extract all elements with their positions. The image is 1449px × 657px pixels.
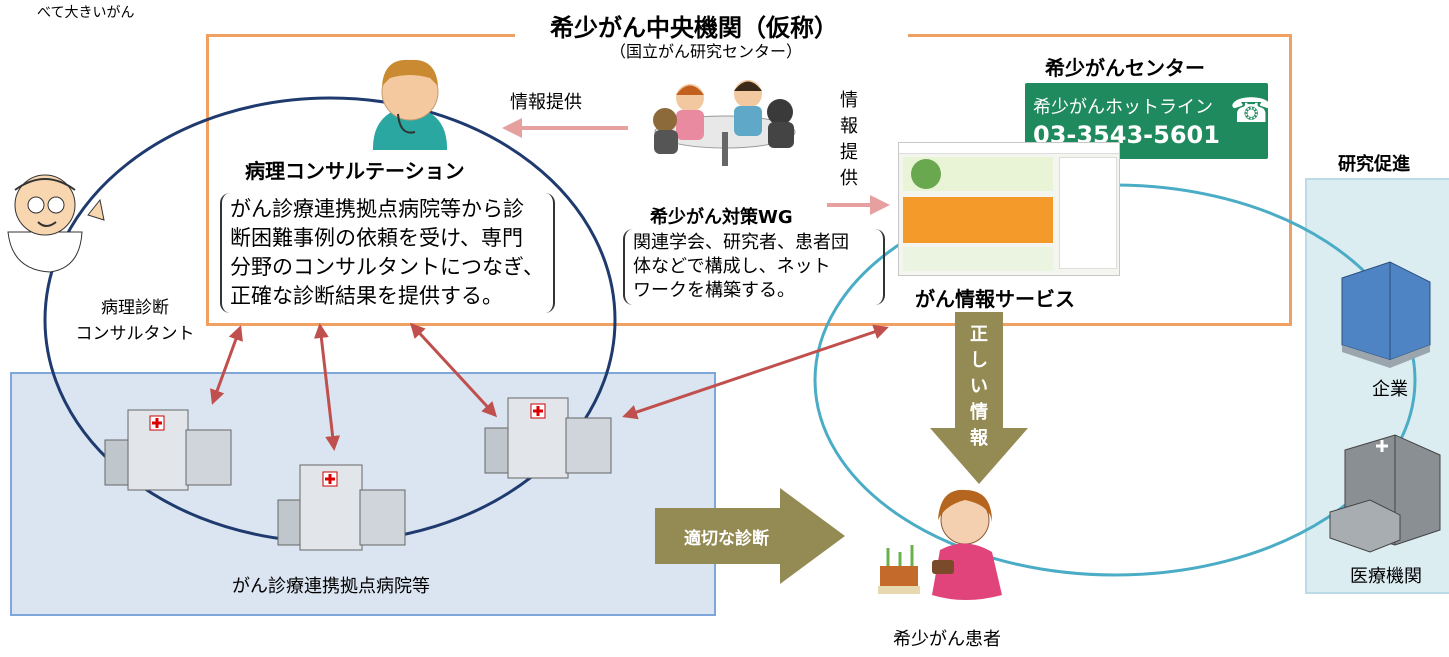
diagnosis-arrow (655, 488, 845, 584)
cancer-info-service-label: がん情報サービス (915, 287, 1075, 311)
consultation-line: 正確な診断結果を提供する。 (230, 284, 503, 308)
appropriate-diagnosis-label: 適切な診断 (684, 529, 769, 549)
info-vertical-char: 情 (840, 90, 858, 111)
wg-line: 関連学会、研究者、患者団 (633, 232, 849, 253)
consultation-description: がん診療連携拠点病院等から診 断困難事例の依頼を受け、専門 分野のコンサルタント… (220, 193, 555, 313)
correct-info-char: 正 (970, 324, 988, 345)
correct-info-char: し (970, 350, 988, 371)
cancer-info-website-thumbnail[interactable] (898, 142, 1120, 276)
center-title: 希少がん中央機関（仮称） (550, 14, 838, 42)
hospitals-label: がん診療連携拠点病院等 (232, 576, 430, 597)
top-left-fragment: べて大きいがん (37, 5, 135, 21)
consultation-line: がん診療連携拠点病院等から診 (230, 197, 524, 221)
info-vertical-char: 報 (840, 116, 858, 137)
medical-building (1329, 434, 1441, 553)
patient-label: 希少がん患者 (893, 629, 1001, 650)
link-arrow-3 (409, 322, 498, 418)
hotline-label: 希少がんホットライン (1033, 97, 1213, 118)
wg-title: 希少がん対策WG (650, 207, 793, 228)
hospital-building-right (484, 397, 612, 479)
info-provision-label: 情報提供 (510, 92, 582, 113)
correct-info-char: 報 (970, 428, 988, 449)
research-title: 研究促進 (1338, 154, 1410, 175)
pathology-consultant-label: 病理診断 コンサルタント (60, 295, 210, 347)
info-provision-vertical: 情 報 提 供 (838, 88, 860, 192)
site-menu-grid (903, 197, 1053, 243)
medical-label: 医療機関 (1350, 566, 1422, 587)
link-arrow-1 (210, 325, 243, 405)
patient-illustration (878, 489, 1002, 600)
correct-info-arrow (930, 312, 1028, 484)
center-subtitle: （国立がん研究センター） (610, 42, 803, 61)
wg-description: 関連学会、研究者、患者団 体などで構成し、ネット ワークを構築する。 (623, 229, 885, 305)
pathology-consultant-illustration (7, 174, 105, 273)
link-arrow-4 (622, 324, 889, 420)
center-title-gap (515, 28, 908, 42)
info-vertical-char: 提 (840, 142, 858, 163)
consultation-title: 病理コンサルテーション (245, 159, 465, 183)
wg-line: ワークを構築する。 (633, 280, 795, 301)
info-vertical-char: 供 (840, 168, 858, 189)
consultant-line: コンサルタント (75, 324, 195, 344)
consultation-line: 断困難事例の依頼を受け、専門 (230, 226, 523, 250)
phone-icon: ☎ (1230, 91, 1273, 131)
site-footer-links (903, 247, 1053, 271)
consultation-line: 分野のコンサルタントにつなぎ、 (230, 255, 544, 279)
company-label: 企業 (1372, 379, 1408, 400)
hospital-building-left (104, 409, 232, 491)
correct-info-char: 情 (970, 402, 988, 423)
rare-cancer-center-title: 希少がんセンター (1045, 56, 1205, 80)
link-arrow-2 (313, 323, 341, 451)
consultant-line: 病理診断 (101, 298, 169, 318)
site-header-bar (899, 143, 1119, 154)
site-tree-icon (911, 159, 941, 189)
correct-info-label: 正 し い 情 報 (967, 322, 991, 452)
site-side-column (1059, 157, 1117, 269)
hospital-building-center (277, 464, 406, 551)
wg-meeting-illustration (653, 80, 796, 166)
consultation-doctor-illustration (372, 59, 448, 150)
company-building (1341, 261, 1431, 368)
wg-line: 体などで構成し、ネット (633, 256, 831, 277)
correct-info-char: い (970, 376, 988, 397)
